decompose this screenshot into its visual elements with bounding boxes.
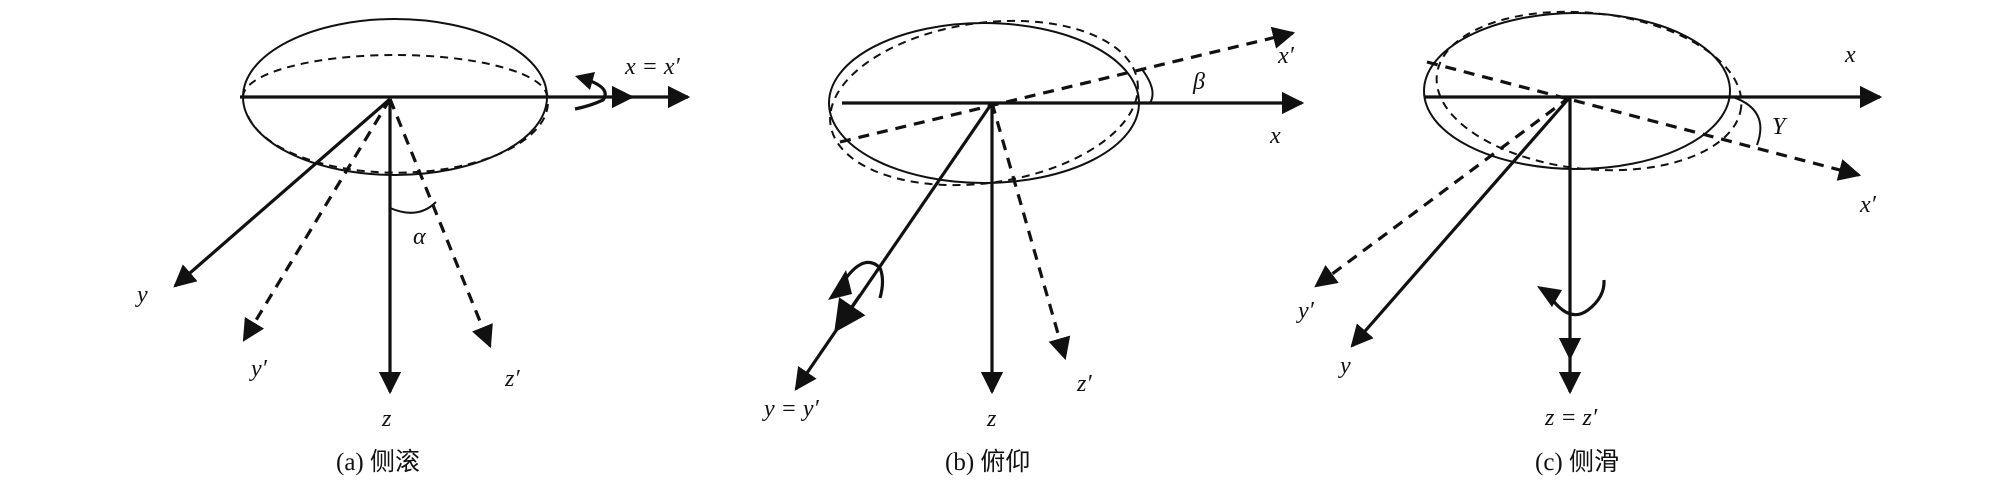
- y-axis-extra-head: [834, 294, 866, 333]
- panel-pitch: x x′ β y = y′ z z′ (b) 俯仰: [762, 19, 1305, 476]
- roll-rotation-arrow: [574, 77, 607, 111]
- yawed-ellipse: [1435, 10, 1743, 172]
- label-y: y: [1338, 353, 1351, 379]
- label-y-prime: y′: [249, 356, 268, 382]
- roll-rotation-arrowhead: [575, 72, 595, 90]
- label-y: y = y′: [762, 396, 820, 422]
- label-x-prime: x′: [1859, 192, 1877, 218]
- z-prime-axis: [388, 98, 493, 349]
- caption-pitch: (b) 俯仰: [945, 448, 1030, 476]
- label-alpha: α: [413, 224, 426, 250]
- label-y-prime: y′: [1296, 298, 1315, 324]
- pitch-rotation-arrow: [836, 261, 885, 299]
- label-z: z = z′: [1544, 405, 1598, 431]
- label-z: z: [986, 406, 997, 432]
- alpha-arc: [389, 201, 437, 214]
- label-yaw-angle: Y: [1772, 114, 1788, 140]
- y-axis: [794, 102, 994, 391]
- panel-roll: x = x′ y y′ z z′ α (a) 侧滚: [135, 18, 691, 476]
- x-prime-axis: [1426, 60, 1862, 181]
- label-z: z: [381, 406, 392, 432]
- label-beta: β: [1192, 69, 1205, 95]
- label-x-prime: x′: [1277, 43, 1295, 69]
- hidden-ellipse-half: [242, 54, 548, 98]
- y-prime-axis: [242, 98, 392, 342]
- pitch-rotation-arrowhead: [828, 270, 852, 300]
- yaw-angle-arc: [1732, 96, 1762, 146]
- caption-roll: (a) 侧滚: [336, 448, 420, 476]
- label-x: x: [1269, 123, 1281, 149]
- x-prime-axis: [839, 26, 1296, 144]
- z-prime-axis: [990, 102, 1071, 361]
- beta-arc: [1140, 67, 1154, 104]
- label-z-prime: z′: [1076, 371, 1092, 397]
- yaw-rotation-arrowhead: [1537, 286, 1562, 307]
- label-x: x = x′: [624, 54, 681, 80]
- y-axis: [1350, 95, 1572, 348]
- panel-sideslip: x x′ Y y y′ z = z′ (c) 侧滑: [1296, 10, 1883, 476]
- y-prime-axis: [1314, 95, 1571, 288]
- rotated-ellipse-lower: [247, 87, 549, 174]
- y-axis: [173, 97, 392, 288]
- label-z-prime: z′: [504, 366, 520, 392]
- yaw-rotation-arrow: [1545, 279, 1606, 317]
- label-x: x: [1844, 42, 1856, 68]
- label-y: y: [135, 282, 148, 308]
- caption-sideslip: (c) 侧滑: [1535, 448, 1619, 476]
- pitched-ellipse: [829, 19, 1139, 187]
